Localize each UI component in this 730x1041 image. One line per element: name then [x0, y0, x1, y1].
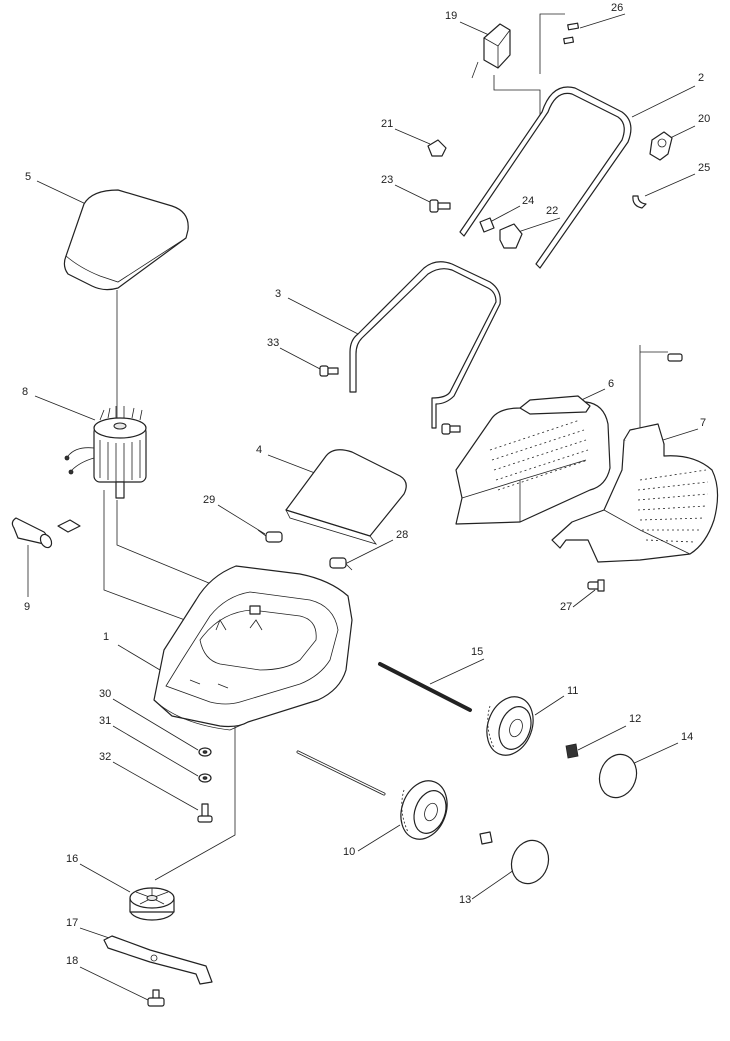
- callout-11: 11: [567, 685, 578, 697]
- callout-19: 19: [445, 10, 457, 22]
- part-8-motor: [64, 406, 147, 499]
- callout-33: 33: [267, 337, 279, 349]
- part-6-grass-box-top: [455, 395, 611, 525]
- callout-29: 29: [203, 494, 215, 506]
- part-12-clip: [565, 743, 579, 759]
- callout-9: 9: [24, 601, 30, 613]
- callout-3: 3: [275, 288, 281, 300]
- part-11-wheel: [486, 696, 534, 756]
- part-15-axle: [378, 662, 472, 712]
- callout-16: 16: [66, 853, 78, 865]
- callout-8: 8: [22, 386, 28, 398]
- part-27-screw: [587, 579, 605, 592]
- part-9-capacitor: [11, 517, 81, 549]
- part-18-bolt: [147, 989, 165, 1007]
- callout-labels: 1 2 3 4 5 6 7 8 9 10 11 12 13 14 15 16 1…: [22, 2, 710, 967]
- callout-2: 2: [698, 72, 704, 84]
- callout-26: 26: [611, 2, 623, 14]
- screw-top-right: [667, 353, 683, 362]
- part-29-spring: [257, 529, 283, 543]
- part-25-clip: [632, 195, 647, 209]
- part-19-bracket: [471, 23, 511, 79]
- rear-axle: [296, 750, 386, 796]
- callout-32: 32: [99, 751, 111, 763]
- callout-27: 27: [560, 601, 572, 613]
- part-17-blade: [103, 935, 213, 985]
- small-clip: [479, 831, 493, 845]
- callout-6: 6: [608, 378, 614, 390]
- callout-14: 14: [681, 731, 693, 743]
- leader-lines: [27, 13, 699, 1001]
- callout-23: 23: [381, 174, 393, 186]
- part-24-washer: [479, 217, 495, 233]
- callout-25: 25: [698, 162, 710, 174]
- callout-30: 30: [99, 688, 111, 700]
- grass-box-bottom-vents: [637, 469, 709, 543]
- callout-15: 15: [471, 646, 483, 658]
- part-16-fan: [129, 887, 175, 921]
- part-4-rear-flap: [285, 449, 407, 545]
- callout-21: 21: [381, 118, 393, 130]
- callout-31: 31: [99, 715, 111, 727]
- callout-20: 20: [698, 113, 710, 125]
- callout-22: 22: [546, 205, 558, 217]
- bolt-right: [441, 423, 461, 435]
- part-33-bolt: [319, 365, 339, 377]
- part-26-screws: [563, 22, 580, 45]
- part-7-grass-box-bottom: [551, 423, 719, 563]
- part-22-knob: [499, 223, 523, 249]
- callout-5: 5: [25, 171, 31, 183]
- part-28-spring: [329, 557, 353, 571]
- callout-13: 13: [459, 894, 471, 906]
- part-21-clip: [427, 139, 447, 157]
- part-20-cable-hook: [649, 131, 673, 161]
- callout-17: 17: [66, 917, 78, 929]
- callout-7: 7: [700, 417, 706, 429]
- part-3-lower-handle: [349, 261, 501, 429]
- callout-24: 24: [522, 195, 534, 207]
- part-31-washer: [198, 773, 212, 783]
- part-23-bolt: [429, 199, 451, 213]
- part-30-nut: [198, 747, 212, 757]
- callout-28: 28: [396, 529, 408, 541]
- part-5-motor-cover: [63, 189, 189, 291]
- callout-10: 10: [343, 846, 355, 858]
- part-32-bolt: [197, 803, 213, 823]
- part-13-hubcap: [510, 839, 550, 885]
- callout-18: 18: [66, 955, 78, 967]
- part-14-hubcap: [598, 753, 638, 799]
- callout-1: 1: [103, 631, 109, 643]
- callout-4: 4: [256, 444, 262, 456]
- part-2-upper-handle: [459, 86, 632, 269]
- callout-12: 12: [629, 713, 641, 725]
- part-10-wheel: [400, 780, 448, 840]
- part-1-deck: [153, 565, 353, 731]
